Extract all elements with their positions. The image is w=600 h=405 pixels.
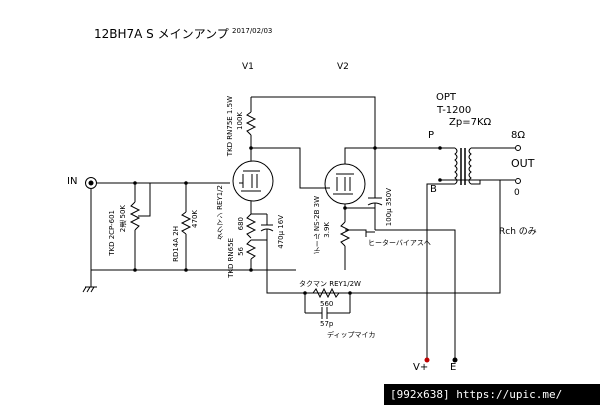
junction-dot bbox=[249, 146, 253, 150]
grid-resistor-value: 470K bbox=[191, 210, 199, 228]
volume-pot bbox=[131, 202, 139, 230]
cathode-resistor-680 bbox=[247, 214, 255, 238]
junction-dot bbox=[184, 268, 188, 272]
volume-value: 2連 50K bbox=[119, 205, 127, 233]
plate-resistor-type: TKD RN75E 1.5W bbox=[226, 96, 234, 157]
image-host-footer: [992x638] https://upic.me/ bbox=[384, 384, 600, 405]
wire-vol-wiper bbox=[145, 183, 150, 216]
v2-cathode-resistor bbox=[341, 222, 349, 246]
opt-name: OPT bbox=[436, 92, 457, 103]
grid-resistor-type: RD14A 2H bbox=[172, 226, 180, 262]
plate-resistor-v1 bbox=[247, 112, 255, 135]
cathode-cap-value: 470μ 16V bbox=[277, 215, 285, 249]
tube-v2-label: V2 bbox=[337, 62, 349, 72]
cathode-resistor-value: 680 bbox=[237, 217, 245, 231]
tube-v1-label: V1 bbox=[242, 62, 254, 72]
input-label: IN bbox=[67, 176, 78, 187]
terminal-8ohm bbox=[516, 146, 521, 151]
terminal-p-label: P bbox=[428, 130, 435, 141]
terminal-b-label: B bbox=[430, 184, 437, 195]
grid-resistor bbox=[182, 212, 190, 234]
wire-out-0 bbox=[471, 180, 515, 184]
cathode-resistor-56 bbox=[247, 240, 255, 259]
wire-v2-plate bbox=[345, 148, 455, 164]
v2-resistor-type: デール NS-2B 3W bbox=[313, 196, 321, 255]
v2-resistor-value: 3.9K bbox=[323, 222, 331, 238]
terminal-0 bbox=[516, 179, 521, 184]
heater-bias-label: ヒーターバイアスへ bbox=[368, 239, 431, 247]
opt-zp: Zp=7KΩ bbox=[449, 117, 492, 128]
e-label: E bbox=[450, 362, 457, 373]
tube-v2 bbox=[325, 164, 365, 204]
nfb-cap-value: 57p bbox=[320, 320, 334, 328]
tube-v1 bbox=[233, 161, 273, 201]
plate-resistor-value: 100K bbox=[236, 112, 244, 130]
nfb-resistor-560 bbox=[313, 289, 339, 297]
input-jack-center bbox=[89, 181, 93, 185]
page-title: 12BH7A S メインアンプ bbox=[94, 27, 229, 41]
junction-dot bbox=[133, 268, 137, 272]
volume-type: TKD 2CP-601 bbox=[108, 210, 116, 256]
wire-opt-b bbox=[427, 184, 455, 360]
junction-dot bbox=[133, 181, 137, 185]
junction-dot bbox=[438, 178, 442, 182]
junction-dot bbox=[438, 146, 442, 150]
cathode-resistor2-value: 56 bbox=[237, 247, 245, 256]
terminal-8ohm-label: 8Ω bbox=[511, 130, 526, 141]
junction-dot bbox=[343, 206, 347, 210]
nfb-resistor-value: 560 bbox=[320, 300, 334, 308]
terminal-vplus bbox=[424, 357, 430, 363]
ground-symbol bbox=[83, 270, 97, 292]
junction-dot bbox=[249, 268, 253, 272]
date-label: 2017/02/03 bbox=[232, 27, 273, 35]
wire-e bbox=[375, 230, 455, 360]
junction-dot bbox=[373, 146, 377, 150]
channel-note: Rch のみ bbox=[499, 227, 537, 237]
terminal-0-label: 0 bbox=[514, 188, 520, 198]
junction-dot bbox=[184, 181, 188, 185]
opt-model: T-1200 bbox=[437, 105, 472, 116]
wire-heater-bias bbox=[345, 230, 366, 237]
junction-dot bbox=[348, 291, 352, 295]
v2-cap-value: 100μ 350V bbox=[385, 188, 393, 227]
vplus-label: V+ bbox=[413, 362, 429, 373]
nfb-resistor-type: タクマン REY1/2W bbox=[299, 280, 361, 288]
cathode-resistor-type: タクマン REY1/2 bbox=[216, 185, 224, 241]
opt-transformer bbox=[455, 148, 471, 185]
wire-v1-plate-to-v2 bbox=[251, 148, 330, 188]
terminal-e bbox=[452, 357, 458, 363]
input-jack bbox=[86, 178, 97, 189]
out-label: OUT bbox=[511, 157, 535, 170]
cathode-resistor2-type: TKD RN65E bbox=[227, 238, 235, 278]
nfb-cap-type: ディップマイカ bbox=[327, 331, 376, 339]
wire-b-plus-top bbox=[251, 97, 375, 140]
junction-dot bbox=[303, 291, 307, 295]
